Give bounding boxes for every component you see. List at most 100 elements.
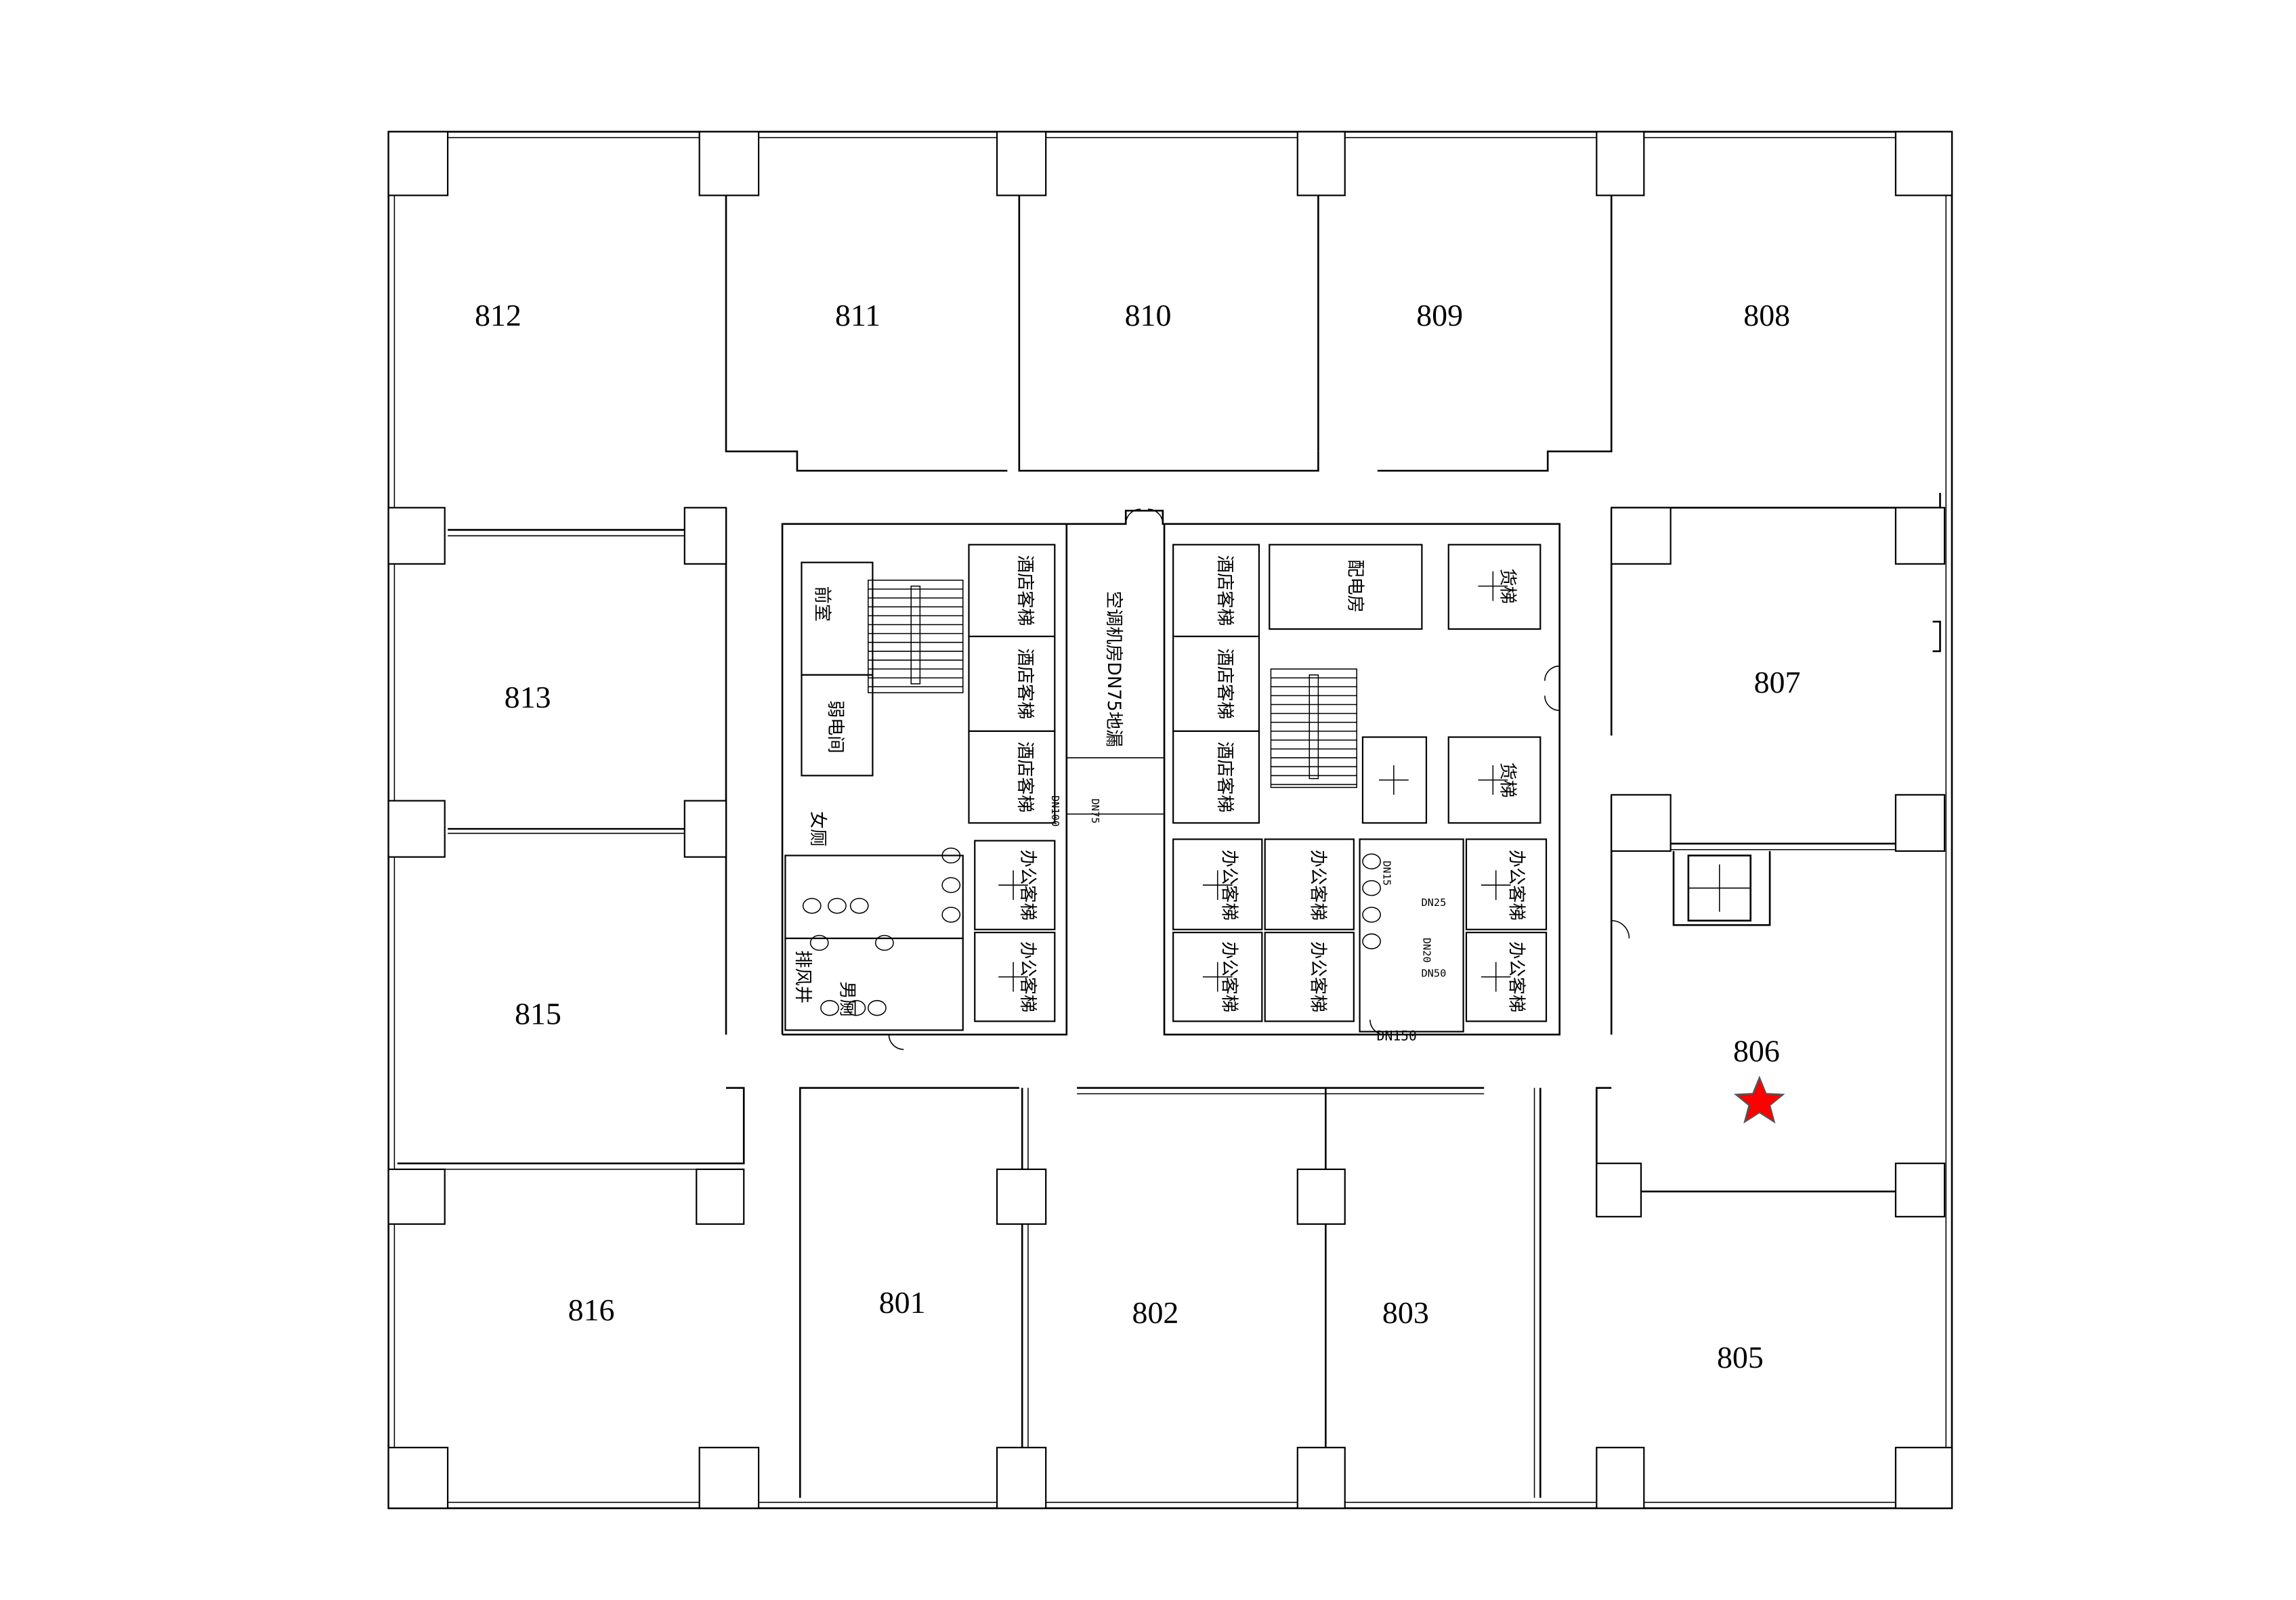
hotel-elevator-shaft <box>968 544 1056 638</box>
structural-column <box>1611 506 1672 565</box>
structural-column <box>387 1446 449 1509</box>
office-elevator-3: 办公客梯 <box>1218 850 1239 921</box>
core-wall <box>781 509 1561 1036</box>
wall <box>1932 620 1941 653</box>
hotel-elevator-shaft <box>968 635 1056 732</box>
wall <box>1672 850 1771 926</box>
office-elevator-1: 办公客梯 <box>1017 850 1038 921</box>
toilet-fixture <box>1362 907 1381 923</box>
ac-room-label: 空调机房DN75地漏 <box>1103 591 1124 747</box>
structural-column <box>1894 131 1953 196</box>
room-801[interactable]: 801 <box>879 1285 926 1320</box>
structural-column <box>387 800 446 858</box>
toilet-fixture <box>941 877 961 893</box>
columns <box>387 131 1953 1509</box>
pipe-label: DN15 <box>1381 861 1393 886</box>
star-icon[interactable] <box>1733 1075 1785 1124</box>
office-elevator-6: 办公客梯 <box>1308 941 1328 1012</box>
room-809[interactable]: 809 <box>1416 298 1463 332</box>
door-swing <box>1611 920 1630 938</box>
stair-outline <box>1270 668 1357 788</box>
office-elevator-8: 办公客梯 <box>1506 941 1527 1012</box>
door-swing <box>1544 665 1560 681</box>
core-labels: 酒店客梯 酒店客梯 酒店客梯 酒店客梯 酒店客梯 酒店客梯 办公客梯 办公客梯 … <box>792 555 1527 1044</box>
wall <box>1018 195 1319 472</box>
hotel-elevator-shaft <box>968 730 1056 824</box>
structural-column <box>1894 506 1946 565</box>
office-elevator-shaft <box>1264 932 1355 1022</box>
toilet-fixture <box>875 934 894 951</box>
pipe-label: DN75 <box>1089 798 1101 823</box>
structural-column <box>1296 1168 1346 1225</box>
freight-elevator-1: 货梯 <box>1497 568 1517 603</box>
stair-outline <box>868 580 964 693</box>
door-swing <box>1125 509 1141 524</box>
pipe-label: DN100 <box>1049 796 1061 827</box>
structural-column <box>996 1446 1047 1509</box>
structural-column <box>387 131 449 196</box>
hotel-elevator-4: 酒店客梯 <box>1214 555 1235 626</box>
sink-fixture <box>868 999 887 1016</box>
power-room <box>1269 544 1423 630</box>
structural-column <box>996 131 1047 196</box>
structural-column <box>996 1168 1047 1225</box>
structural-column <box>683 800 727 858</box>
door-swing <box>1147 509 1164 524</box>
structural-column <box>1296 131 1346 196</box>
womens-toilet <box>784 855 964 939</box>
room-803[interactable]: 803 <box>1382 1295 1429 1330</box>
room-805[interactable]: 805 <box>1717 1340 1764 1375</box>
toilet-fixture <box>809 934 829 951</box>
room-812[interactable]: 812 <box>475 298 522 332</box>
door-swing <box>1369 1020 1385 1035</box>
structural-column <box>1596 1163 1642 1217</box>
stair-handrail <box>910 585 921 685</box>
structural-column <box>698 131 760 196</box>
wall <box>799 1087 1019 1498</box>
sink-fixture <box>847 999 866 1016</box>
hotel-elevator-5: 酒店客梯 <box>1214 648 1235 719</box>
core-wall <box>782 523 1068 1036</box>
toilet-fixture <box>941 847 961 864</box>
room-813[interactable]: 813 <box>505 680 551 714</box>
structural-column <box>698 1446 760 1509</box>
office-elevator-5: 办公客梯 <box>1308 850 1328 921</box>
pipe-label: DN50 <box>1421 968 1446 980</box>
anteroom <box>801 561 874 676</box>
wall <box>725 195 1008 472</box>
hotel-elevator-1: 酒店客梯 <box>1015 555 1035 626</box>
structural-column <box>683 506 727 565</box>
office-elevator-2: 办公客梯 <box>1017 941 1038 1012</box>
mens-toilet-label: 男厕 <box>837 981 857 1016</box>
freight-elevator-2: 货梯 <box>1497 762 1517 798</box>
structural-column <box>1596 131 1645 196</box>
structural-column <box>1296 1446 1346 1509</box>
room-802[interactable]: 802 <box>1132 1295 1179 1330</box>
sink-fixture <box>849 898 869 914</box>
room-816[interactable]: 816 <box>568 1293 615 1327</box>
weak-current-room <box>801 674 874 777</box>
stairwell-west <box>868 580 964 693</box>
room-806[interactable]: 806 <box>1733 1033 1780 1068</box>
room-807[interactable]: 807 <box>1754 665 1801 699</box>
exhaust-shaft-label: 排风井 <box>792 950 813 1003</box>
toilet-fixture <box>1362 880 1381 896</box>
room-labels: 812 811 810 809 808 813 807 815 806 816 … <box>475 298 1800 1375</box>
room-808[interactable]: 808 <box>1743 298 1790 332</box>
pipe-label: DN25 <box>1421 896 1446 909</box>
hotel-elevator-3: 酒店客梯 <box>1015 741 1035 813</box>
toilet-fixture <box>941 907 961 923</box>
room-810[interactable]: 810 <box>1125 298 1172 332</box>
door-swing <box>1544 695 1560 712</box>
hotel-elevator-shaft <box>1172 635 1260 732</box>
pipe-label: DN20 <box>1421 938 1433 963</box>
building-core <box>781 509 1630 1050</box>
anteroom-label: 前室 <box>811 586 832 622</box>
room-815[interactable]: 815 <box>515 997 561 1031</box>
room-811[interactable]: 811 <box>835 298 880 332</box>
structural-column <box>1894 1163 1946 1217</box>
door-swing <box>888 1034 904 1050</box>
wall <box>397 1087 745 1165</box>
pipe-label: DN150 <box>1377 1029 1417 1044</box>
structural-column <box>1596 1446 1645 1509</box>
